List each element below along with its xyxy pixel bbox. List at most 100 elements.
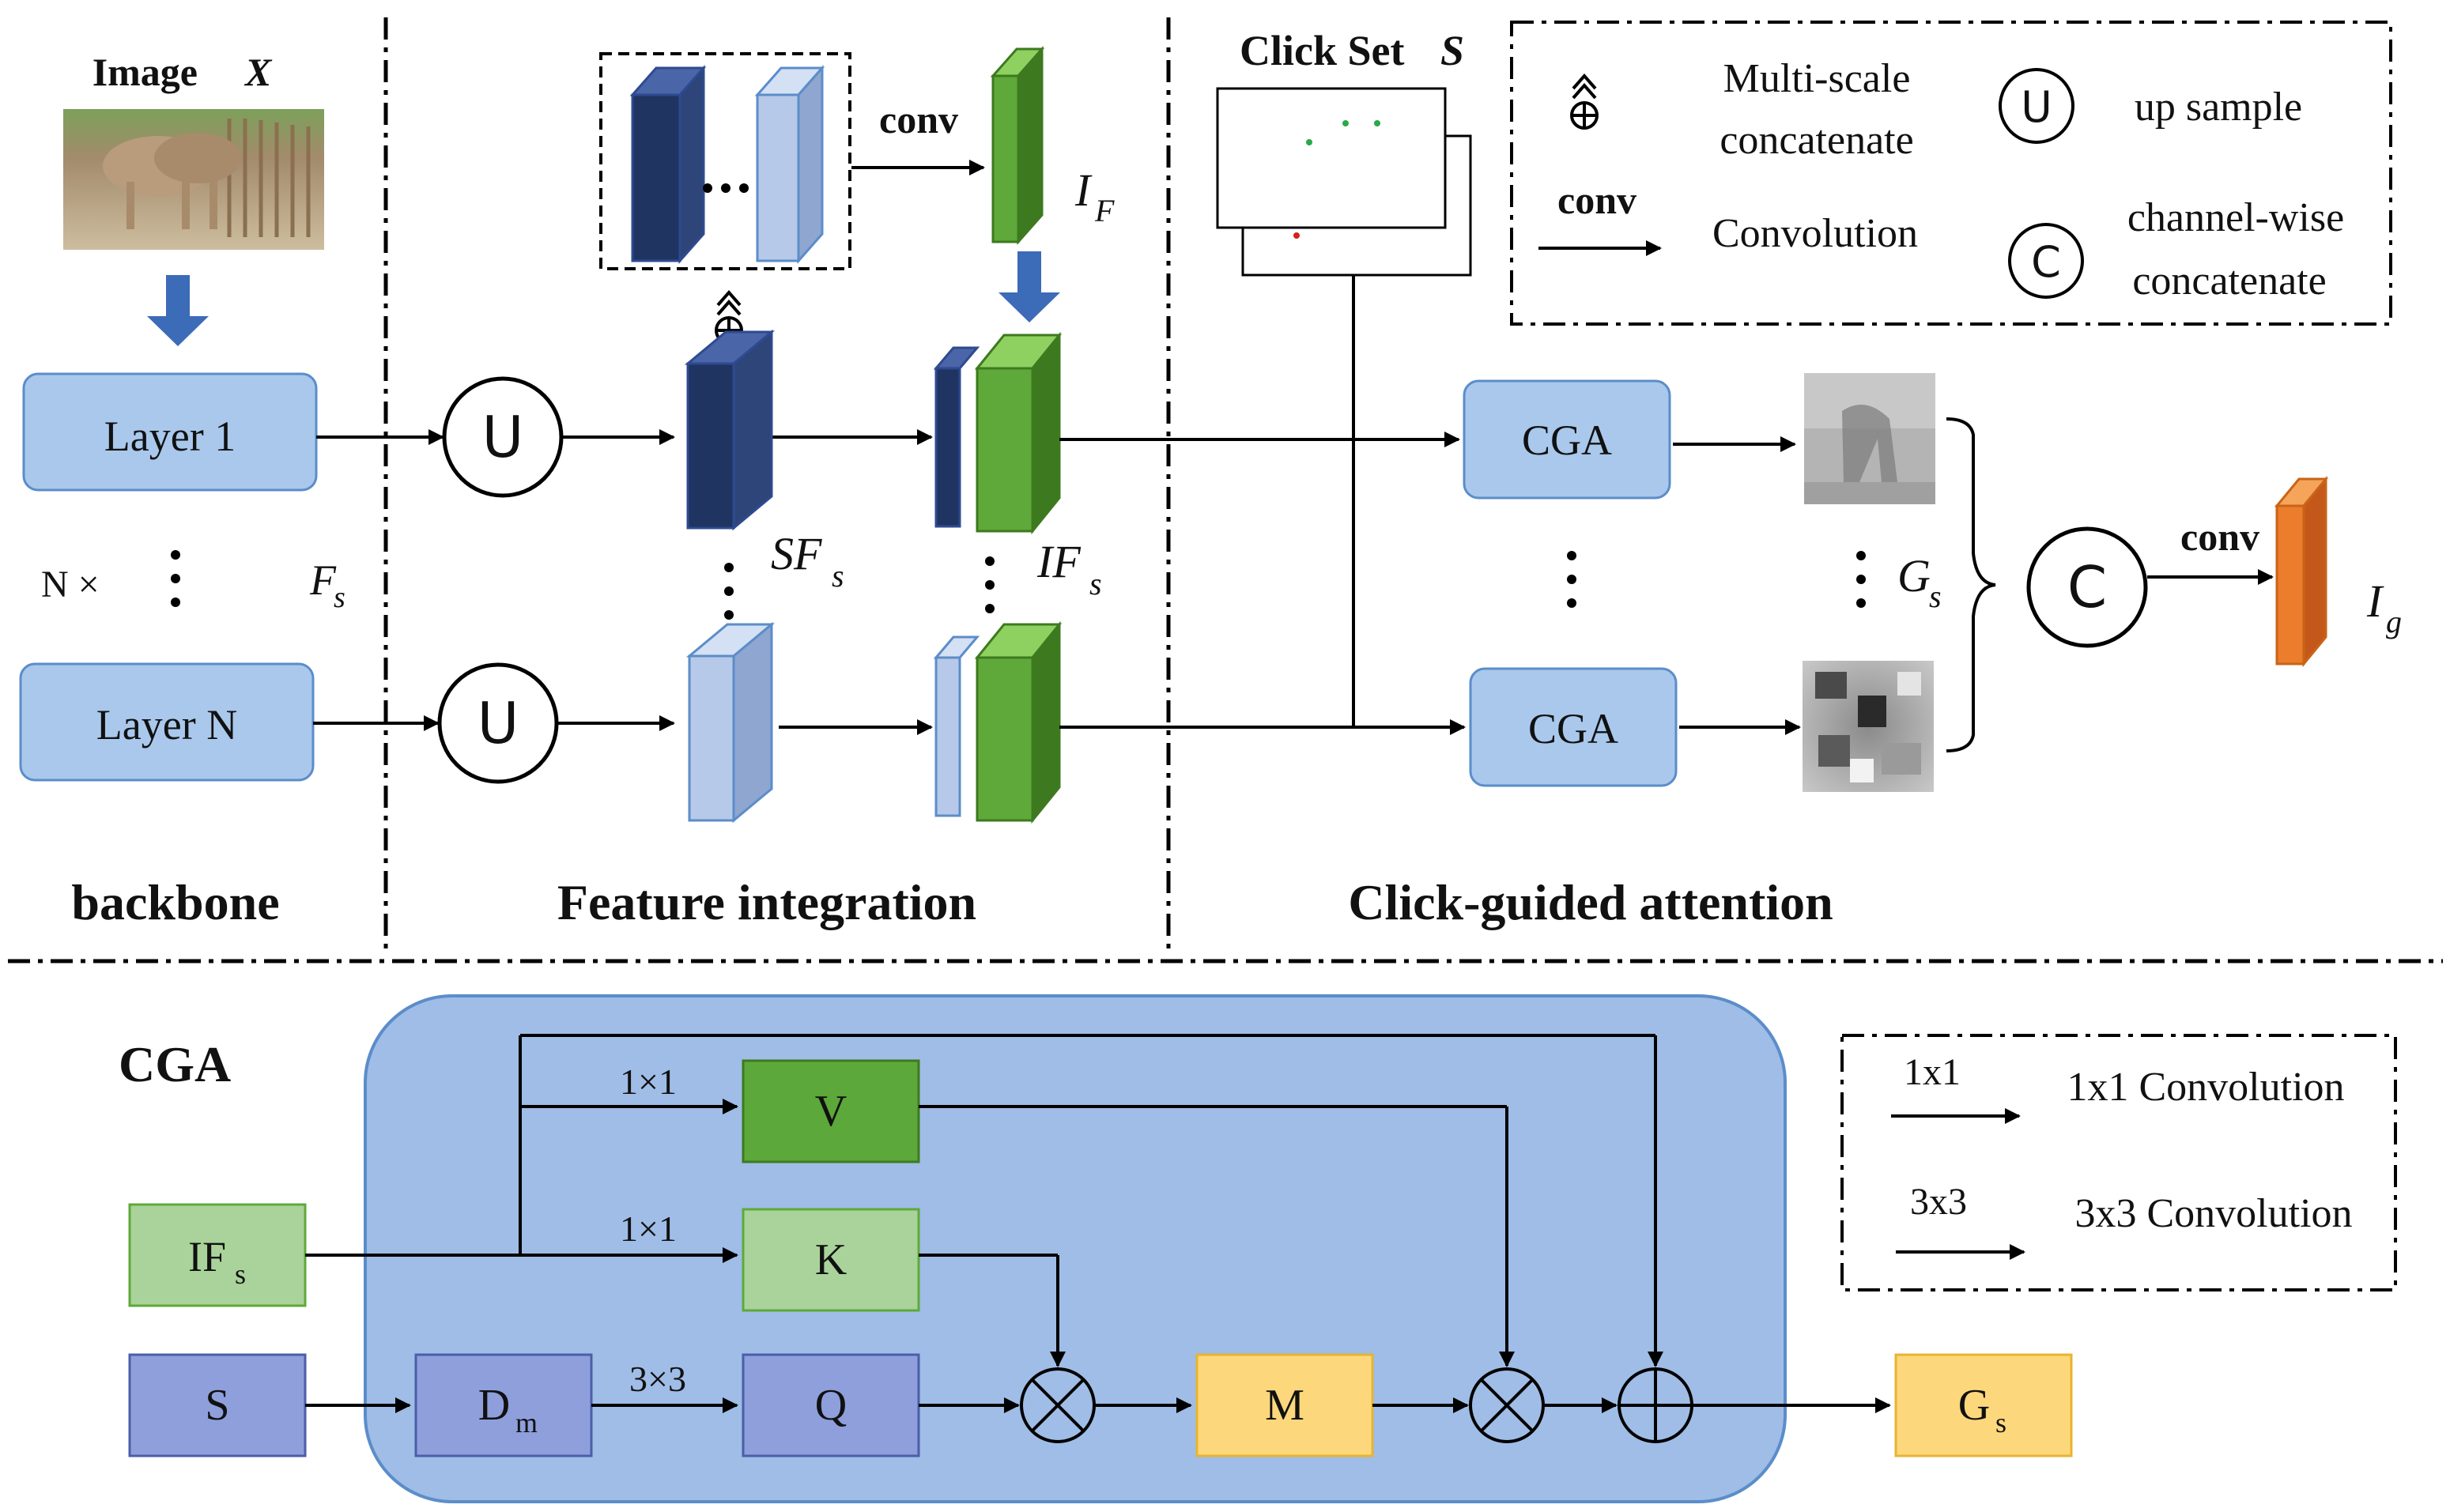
fs-label: F: [309, 556, 337, 604]
legend-concat-symbol: C: [2031, 237, 2061, 287]
add-op: [1618, 1367, 1693, 1443]
ifs-ellipsis: [985, 556, 995, 613]
cga-title: CGA: [119, 1036, 231, 1092]
cga-m-label: M: [1265, 1381, 1304, 1430]
image-symbol: X: [243, 50, 273, 94]
legend-3x3-desc: 3x3 Convolution: [2074, 1191, 2352, 1236]
image-label: Image: [92, 50, 198, 94]
legend-cw-line1: channel-wise: [2127, 195, 2344, 240]
click-set-label: Click Set: [1240, 27, 1405, 74]
sf-feature-1: [684, 329, 776, 531]
backbone-ellipsis: [171, 550, 180, 607]
ifs-feature-n: [933, 620, 1063, 824]
q-conv-label: 3×3: [629, 1359, 686, 1399]
conv-right-label: conv: [2180, 515, 2259, 559]
top-legend: Multi-scale concatenate U up sample conv…: [1510, 21, 2392, 326]
cga-k-box: [742, 1208, 920, 1312]
ifs-label: IF: [1036, 536, 1081, 587]
cga-background: [364, 994, 1787, 1503]
sfs-label: SF: [771, 528, 822, 579]
legend-convolution-text: Convolution: [1712, 211, 1918, 256]
sf-feature-n: [685, 621, 776, 824]
click-section-title: Click-guided attention: [1348, 874, 1833, 930]
down-arrow-icon: [147, 275, 209, 346]
cga-gs-subscript: s: [1995, 1407, 2006, 1438]
cga-s-box: [128, 1353, 307, 1457]
positive-click-dot: [1342, 120, 1349, 126]
conv-top-label: conv: [879, 97, 958, 141]
layer-1-box: [22, 372, 318, 492]
legend-1x1-desc: 1x1 Convolution: [2067, 1065, 2344, 1110]
if-subscript: F: [1094, 193, 1115, 228]
click-map-front: [1216, 87, 1447, 229]
if-label: I: [1074, 164, 1093, 216]
cga-box-n-label: CGA: [1528, 705, 1618, 752]
v-conv-label: 1×1: [620, 1061, 677, 1102]
down-arrow-icon-2: [998, 251, 1060, 322]
gs-label: G: [1897, 550, 1931, 601]
legend-msc-line1: Multi-scale: [1723, 56, 1911, 101]
cga-box-n: [1469, 667, 1678, 787]
legend-multiscale-icon: [1570, 73, 1599, 130]
cga-q-label: Q: [815, 1381, 847, 1430]
ifs-feature-1: [933, 331, 1063, 535]
section-dividers: [8, 17, 2443, 963]
sfs-subscript: s: [832, 558, 844, 594]
stack-light-feature: [754, 65, 825, 264]
legend-upsample-symbol: U: [2021, 82, 2052, 132]
cga-dm-label: D: [478, 1381, 510, 1430]
click-attention-section: Click Set S CGA CGA: [1059, 27, 2402, 930]
brace: [1946, 417, 1996, 752]
input-image-thumbnail: [63, 109, 324, 250]
stack-ellipsis: [703, 183, 749, 193]
sf-ellipsis: [724, 563, 734, 620]
legend-msc-line2: concatenate: [1720, 118, 1913, 163]
legend-cw-line2: concatenate: [2132, 258, 2326, 304]
multiscale-stack-box: [599, 52, 851, 270]
cga-ifs-subscript: s: [235, 1258, 246, 1290]
if-feature-block: [990, 46, 1045, 245]
positive-click-dot: [1374, 120, 1380, 126]
backbone-section: Image X Layer 1 N × F: [19, 50, 345, 930]
ig-label: I: [2366, 575, 2384, 627]
attention-map-n: [1803, 661, 1934, 792]
upsample-symbol-1: U: [482, 404, 524, 470]
cga-ifs-box: [128, 1203, 307, 1307]
gs-subscript: s: [1929, 579, 1942, 614]
feature-integration-section: U U conv: [313, 46, 1115, 930]
cga-gs-label: G: [1958, 1381, 1990, 1430]
legend-upsample-icon: [1999, 68, 2074, 144]
cga-box-1-label: CGA: [1522, 417, 1612, 464]
fs-subscript: s: [334, 581, 345, 614]
ifs-subscript: s: [1089, 566, 1102, 601]
legend-upsample-text: up sample: [2135, 85, 2302, 130]
ig-output-block: [2274, 475, 2329, 668]
gs-ellipsis: [1856, 551, 1866, 608]
cga-ellipsis: [1567, 551, 1576, 608]
cga-gs-box: [1894, 1353, 2073, 1457]
channel-concat-circle: [2026, 526, 2148, 648]
cga-k-label: K: [815, 1235, 847, 1284]
legend-3x3-key: 3x3: [1910, 1181, 1967, 1223]
legend-concat-icon: [2008, 223, 2084, 299]
cga-v-label: V: [815, 1087, 847, 1136]
backbone-section-title: backbone: [71, 874, 279, 930]
k-conv-label: 1×1: [620, 1208, 677, 1249]
cga-ifs-label: IF: [188, 1233, 226, 1280]
cga-q-box: [742, 1353, 920, 1457]
stack-dark-feature: [629, 65, 707, 264]
bottom-legend: 1x1 1x1 Convolution 3x3 3x3 Convolution: [1840, 1034, 2397, 1291]
click-set-symbol: S: [1440, 27, 1464, 74]
negative-click-dot: [1293, 232, 1300, 239]
cga-detail-section: CGA IF s S D m V K Q M G s: [119, 994, 2073, 1503]
channel-concat-symbol: C: [2067, 554, 2107, 620]
cga-box-1: [1463, 379, 1671, 500]
legend-conv-label: conv: [1557, 178, 1636, 222]
attention-map-1: [1804, 373, 1935, 504]
feature-section-title: Feature integration: [557, 874, 976, 930]
cga-s-label: S: [205, 1381, 229, 1430]
legend-1x1-key: 1x1: [1904, 1051, 1961, 1093]
positive-click-dot: [1306, 139, 1312, 145]
upsample-symbol-n: U: [478, 690, 519, 756]
